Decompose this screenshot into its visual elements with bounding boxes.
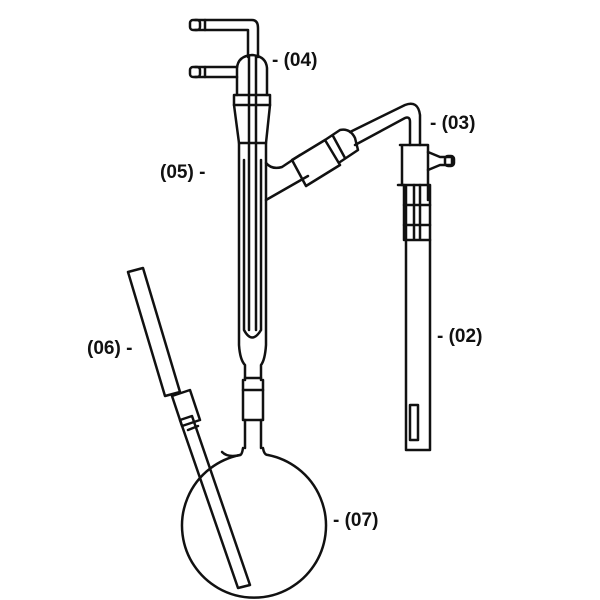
label-04: - (04) — [272, 50, 318, 71]
label-05: (05) - — [160, 162, 206, 183]
inlet-tube — [126, 266, 252, 590]
condenser — [188, 18, 272, 450]
side-arm — [264, 102, 422, 202]
label-06: (06) - — [87, 338, 133, 359]
label-07: - (07) — [333, 510, 379, 531]
label-02: - (02) — [437, 326, 483, 347]
receiver-tube — [396, 143, 456, 452]
label-03: - (03) — [430, 113, 476, 134]
flask — [180, 446, 328, 599]
